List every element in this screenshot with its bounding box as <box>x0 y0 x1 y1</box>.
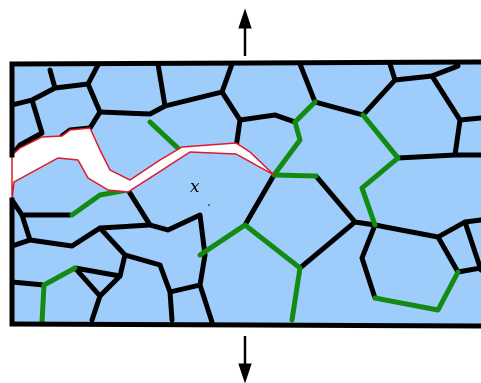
point-label: x <box>190 177 200 197</box>
grain-boundary <box>398 155 455 158</box>
specimen-bottom-edge <box>12 324 481 326</box>
specimen-top-edge <box>12 62 481 64</box>
arrow-up-icon <box>239 10 251 28</box>
specimen-grains-area <box>12 62 481 326</box>
grain-boundary <box>12 282 44 285</box>
arrow-down-icon <box>239 364 251 382</box>
point-marker <box>208 204 210 206</box>
grain-boundary <box>170 292 172 320</box>
